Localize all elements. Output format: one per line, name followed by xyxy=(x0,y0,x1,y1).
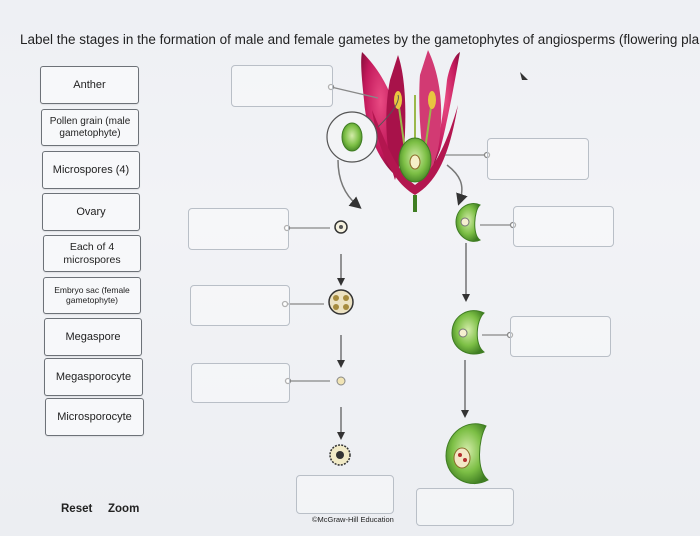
label-ovary[interactable]: Ovary xyxy=(42,193,140,231)
label-megasporocyte[interactable]: Megasporocyte xyxy=(44,358,143,396)
label-microspores[interactable]: Microspores (4) xyxy=(42,151,140,189)
drop-target-male-4[interactable] xyxy=(296,475,394,514)
question-prompt: Label the stages in the formation of mal… xyxy=(20,32,700,47)
drop-target-female-2[interactable] xyxy=(510,316,611,357)
label-embryo-sac[interactable]: Embryo sac (female gametophyte) xyxy=(43,277,141,314)
reset-button[interactable]: Reset xyxy=(61,503,93,515)
zoom-button[interactable]: Zoom xyxy=(108,503,140,515)
label-megaspore[interactable]: Megaspore xyxy=(44,318,142,356)
drop-target-anther-area[interactable] xyxy=(231,65,333,107)
drop-target-ovary-area[interactable] xyxy=(487,138,589,180)
copyright-notice: ©McGraw-Hill Education xyxy=(312,515,394,524)
flower-illustration xyxy=(361,50,460,212)
drop-target-male-1[interactable] xyxy=(188,208,289,250)
label-each-of-4-microspores[interactable]: Each of 4 microspores xyxy=(43,235,141,272)
drop-target-female-1[interactable] xyxy=(513,206,614,247)
drop-target-male-2[interactable] xyxy=(190,285,290,326)
drop-target-male-3[interactable] xyxy=(191,363,290,403)
label-microsporocyte[interactable]: Microsporocyte xyxy=(45,398,144,436)
drop-target-female-3[interactable] xyxy=(416,488,514,526)
label-anther[interactable]: Anther xyxy=(40,66,139,104)
label-pollen-grain[interactable]: Pollen grain (male gametophyte) xyxy=(41,109,139,146)
cursor-icon xyxy=(520,72,528,80)
